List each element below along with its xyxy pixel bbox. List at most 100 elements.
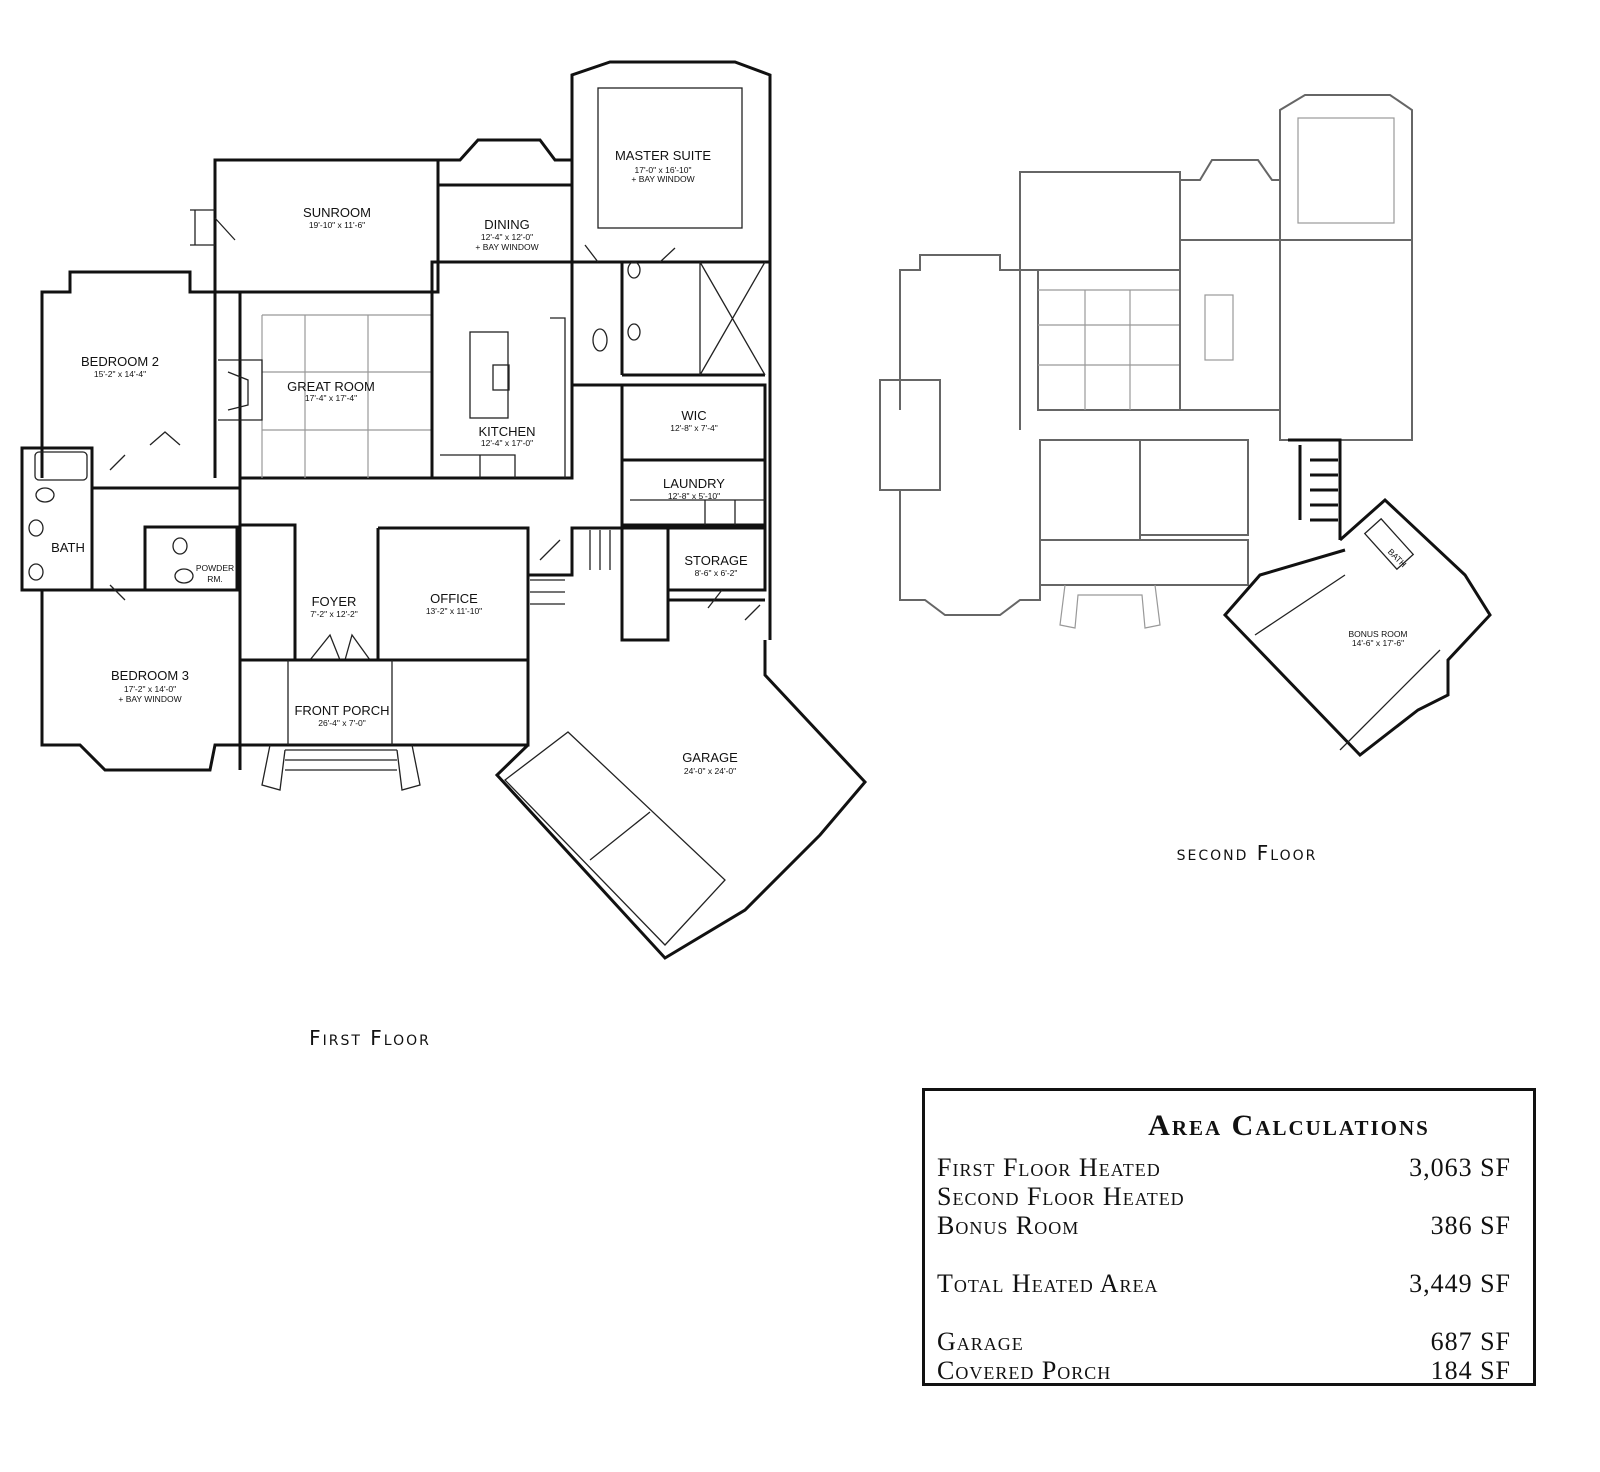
- room-note: + BAY WINDOW: [118, 694, 181, 704]
- bathtub-icon: [34, 451, 88, 481]
- bath-walls: [20, 446, 94, 592]
- toilet-icon: [174, 568, 194, 584]
- area-label: Covered Porch: [937, 1356, 1112, 1385]
- foyer-roof: [1039, 439, 1141, 541]
- bonus-bath: [1363, 517, 1415, 571]
- garage-doors: [504, 731, 726, 946]
- area-value: 3,063 SF: [1409, 1153, 1511, 1182]
- room-dims: 17'-0" x 16'-10": [634, 165, 691, 175]
- master-suite-walls: [570, 60, 772, 640]
- room-dims: 12'-8" x 5'-10": [668, 491, 720, 501]
- room-dims: 17'-4" x 17'-4": [305, 393, 357, 403]
- toilet-icon: [35, 487, 55, 503]
- bedroom3-walls: [40, 590, 240, 772]
- powder-room-walls: [143, 525, 239, 592]
- second-floor-title: second Floor: [1177, 841, 1318, 865]
- room-dims: 19'-10" x 11'-6": [309, 220, 365, 230]
- room-dims: 14'-6" x 17'-6": [1352, 638, 1404, 648]
- kitchen-counters: [440, 317, 566, 478]
- room-labels: MASTER SUITE 17'-0" x 16'-10" + BAY WIND…: [51, 148, 1408, 776]
- area-row: First Floor Heated 3,063 SF: [925, 1153, 1533, 1182]
- kitchen-island: [469, 331, 509, 419]
- room-dims: 26'-4" x 7'-0": [318, 718, 366, 728]
- stairs: [530, 530, 611, 605]
- master-tray-ceiling: [597, 87, 743, 229]
- room-name: BEDROOM 2: [81, 354, 159, 369]
- room-name: FRONT PORCH: [294, 703, 389, 718]
- room-name: BEDROOM 3: [111, 668, 189, 683]
- area-value: 184 SF: [1430, 1356, 1511, 1385]
- area-label: Garage: [937, 1327, 1024, 1356]
- sunroom-steps: [190, 209, 215, 246]
- room-dims: 12'-4" x 12'-0": [481, 232, 533, 242]
- porch-roof: [1039, 539, 1249, 586]
- laundry-appliances: [630, 499, 765, 525]
- sink-icon: [627, 323, 641, 341]
- room-name: MASTER SUITE: [615, 148, 711, 163]
- bonus-upper-walls: [1279, 94, 1413, 440]
- area-label: Second Floor Heated: [937, 1182, 1185, 1211]
- room-name: OFFICE: [430, 591, 478, 606]
- laundry-walls: [620, 458, 767, 527]
- great-room-ceiling-grid: [261, 314, 432, 478]
- room-dims: 13'-2" x 11'-10": [426, 606, 482, 616]
- sink-icon: [28, 519, 44, 537]
- room-name: RM.: [207, 574, 223, 584]
- kitchen-island: [1204, 294, 1234, 361]
- bonus-room-walls: [1222, 497, 1492, 758]
- shower: [699, 261, 766, 376]
- room-note: + BAY WINDOW: [475, 242, 538, 252]
- room-name: STORAGE: [684, 553, 748, 568]
- dining-bay-roof: [1180, 159, 1280, 181]
- bonus-room-knee-walls: [1254, 574, 1441, 751]
- room-name: KITCHEN: [478, 424, 535, 439]
- sink-icon: [28, 563, 44, 581]
- tray-ceiling: [1297, 117, 1395, 224]
- room-name: WIC: [681, 408, 706, 423]
- garage-walls: [494, 640, 868, 960]
- foyer-double-door: [309, 633, 371, 661]
- porch-columns: [287, 660, 393, 745]
- great-room-roof: [1037, 269, 1181, 411]
- room-name: GARAGE: [682, 750, 738, 765]
- bedroom2-walls: [40, 270, 217, 478]
- bedroom3-roof: [899, 440, 1041, 616]
- area-value: 386 SF: [1430, 1211, 1511, 1240]
- ceiling-grid: [1038, 289, 1180, 410]
- first-floor-title: First Floor: [309, 1026, 431, 1050]
- room-name: BONUS ROOM: [1348, 629, 1407, 639]
- sink-icon: [172, 537, 188, 555]
- kitchen-sink: [492, 364, 510, 391]
- master-bath-roof: [1279, 239, 1413, 441]
- area-value: 3,449 SF: [1409, 1269, 1511, 1298]
- sink-icon: [627, 261, 641, 279]
- front-steps: [261, 744, 421, 791]
- room-name: POWDER: [196, 563, 234, 573]
- room-name: LAUNDRY: [663, 476, 725, 491]
- room-dims: 8'-6" x 6'-2": [695, 568, 738, 578]
- second-floor-plan: [879, 94, 1492, 758]
- area-calculations-table: Area Calculations First Floor Heated 3,06…: [922, 1088, 1536, 1386]
- bath-roof: [879, 379, 941, 491]
- area-row: Second Floor Heated: [925, 1182, 1533, 1211]
- first-floor-plan: [20, 60, 868, 960]
- room-dims: 15'-2" x 14'-4": [94, 369, 146, 379]
- office-roof: [1139, 439, 1249, 536]
- room-dims: 7'-2" x 12'-2": [310, 609, 358, 619]
- room-name: SUNROOM: [303, 205, 371, 220]
- area-label: First Floor Heated: [937, 1153, 1161, 1182]
- area-calculations-title: Area Calculations: [1148, 1109, 1430, 1142]
- front-steps: [1059, 584, 1161, 629]
- sunroom-roof: [1019, 171, 1181, 271]
- room-dims: 12'-8" x 7'-4": [670, 423, 718, 433]
- door-swings: [109, 217, 761, 621]
- stairs: [1288, 438, 1342, 540]
- mudroom-walls: [528, 526, 765, 642]
- master-bath-walls: [572, 260, 770, 387]
- toilet-icon: [592, 328, 608, 352]
- room-name: DINING: [484, 217, 530, 232]
- room-dims: 12'-4" x 17'-0": [481, 438, 533, 448]
